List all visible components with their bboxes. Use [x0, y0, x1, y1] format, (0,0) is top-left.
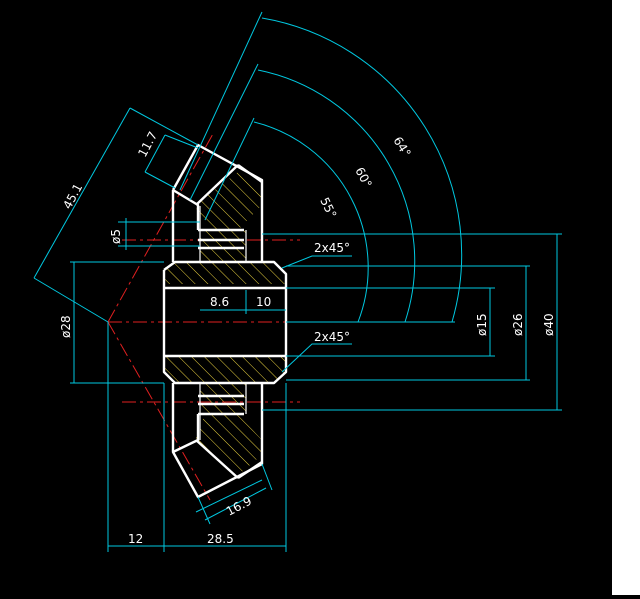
- dim-28-5-label: 28.5: [207, 532, 234, 546]
- chamfer-bottom-label: 2x45°: [314, 330, 350, 344]
- dimension-lines: [33, 11, 562, 552]
- dim-phi28-label: ø28: [59, 315, 73, 338]
- section-hatching: [164, 172, 286, 475]
- dim-8-6-label: 8.6: [210, 295, 229, 309]
- window-border: [612, 0, 640, 595]
- dim-11-7-label: 11.7: [135, 129, 160, 159]
- dim-phi26-label: ø26: [511, 313, 525, 336]
- angle-64-label: 64°: [390, 134, 413, 159]
- cad-drawing-canvas: 64° 60° 55° 45.1 11.7 ø5 ø28 8.6 10 2x45…: [33, 11, 562, 552]
- angle-55-label: 55°: [317, 195, 339, 220]
- dim-16-9-label: 16.9: [224, 494, 254, 519]
- dimension-labels: 64° 60° 55° 45.1 11.7 ø5 ø28 8.6 10 2x45…: [59, 129, 556, 546]
- dim-12-label: 12: [128, 532, 143, 546]
- dim-phi5-label: ø5: [109, 229, 123, 244]
- dim-phi40-label: ø40: [542, 313, 556, 336]
- dim-45-1-label: 45.1: [60, 181, 85, 211]
- chamfer-top-label: 2x45°: [314, 241, 350, 255]
- angle-60-label: 60°: [352, 165, 374, 190]
- dim-10-label: 10: [256, 295, 271, 309]
- gear-outline: [162, 143, 288, 499]
- bevel-gear-drawing: 64° 60° 55° 45.1 11.7 ø5 ø28 8.6 10 2x45…: [33, 11, 562, 552]
- dim-phi15-label: ø15: [475, 313, 489, 336]
